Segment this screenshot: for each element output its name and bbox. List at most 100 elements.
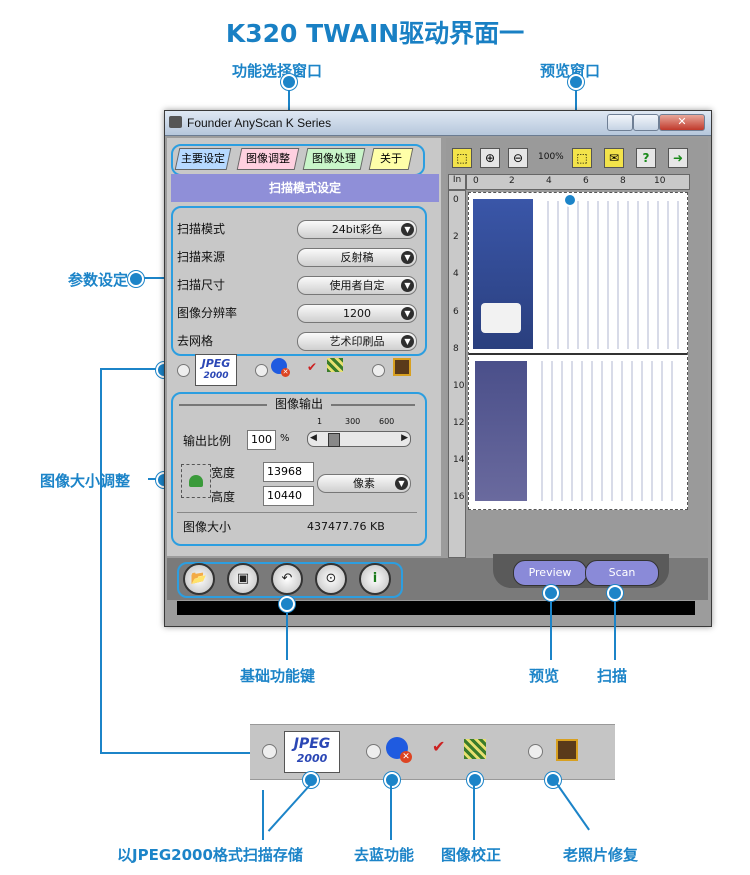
save-button[interactable]: ▣ [227,563,259,595]
scanner-window: Founder AnyScan K Series ✕ 主要设定 图像调整 图像处… [164,110,712,627]
image-size-label: 图像大小 [183,520,232,534]
chevron-down-icon: ▼ [401,307,414,320]
checkmark-icon-zoom[interactable]: ✔ [432,737,446,756]
ruler-unit: In [448,174,466,190]
image-correction-icon [327,358,343,372]
callout-function-select-window: 功能选择窗口 [232,62,323,80]
scale-slider[interactable]: ◀ ▶ [307,431,411,447]
slider-tick: 300 [345,417,361,426]
param-label-descreen: 去网格 [177,334,214,348]
callout-dot [128,271,144,287]
callout-preview: 预览 [529,667,560,685]
param-label-resolution: 图像分辨率 [177,306,238,320]
image-size-value: 437477.76 KB [307,520,385,533]
image-correction-icon-zoom [464,739,486,759]
param-label-scan-source: 扫描来源 [177,250,226,264]
scale-unit: % [280,433,290,444]
remove-blue-radio-zoom[interactable] [366,744,381,759]
status-bar [177,601,695,615]
chevron-down-icon: ▼ [401,335,414,348]
title-bar: Founder AnyScan K Series ✕ [165,111,711,136]
minimize-button[interactable] [607,114,633,131]
comment-icon[interactable]: ✉ [604,148,624,168]
zoom-out-icon[interactable]: ⊖ [508,148,528,168]
window-title: Founder AnyScan K Series [187,116,332,130]
help-icon[interactable]: ? [636,148,656,168]
param-label-scan-mode: 扫描模式 [177,222,226,236]
scale-input[interactable]: 100 [247,430,276,450]
slider-tick: 600 [379,417,395,426]
preview-document[interactable] [468,192,688,510]
zoom-in-icon[interactable]: ⊕ [480,148,500,168]
jpeg2000-logo-icon-zoom: JPEG 2000 [284,731,340,773]
jpeg2000-radio-zoom[interactable] [262,744,277,759]
callout-old-photo-restore: 老照片修复 [563,846,639,864]
param-settings-highlight [171,206,427,356]
preview-pane: ⬚ ⊕ ⊖ 100% ⬚ ✉ ? ➜ In 0 2 4 6 8 10 0 2 4… [446,138,708,558]
resolution-select[interactable]: 1200▼ [297,304,417,323]
remove-x-icon: ✕ [281,368,290,377]
scan-button[interactable]: Scan [585,560,659,586]
height-input[interactable]: 10440 [263,486,314,506]
left-settings-pane: 主要设定 图像调整 图像处理 关于 扫描模式设定 扫描模式 24bit彩色▼ 扫… [167,138,441,556]
old-photo-radio-zoom[interactable] [528,744,543,759]
callout-remove-blue: 去蓝功能 [354,846,415,864]
ruler-left: 0 2 4 6 8 10 12 14 16 [448,190,466,558]
unit-select[interactable]: 像素▼ [317,474,411,493]
callout-jpeg2000-save: 以JPEG2000格式扫描存储 [117,846,303,864]
jpeg2000-radio[interactable] [177,364,190,377]
jpeg2000-logo-icon: JPEG 2000 [195,354,237,386]
undo-button[interactable]: ↶ [271,563,303,595]
callout-dot [607,585,623,601]
fit-page-icon[interactable]: ⬚ [572,148,592,168]
old-photo-radio[interactable] [372,364,385,377]
callout-param-settings: 参数设定 [68,271,129,289]
zoom-level: 100% [538,152,564,162]
callout-dot [279,596,295,612]
callout-dot [568,74,584,90]
callout-dot [384,772,400,788]
chevron-down-icon: ▼ [401,251,414,264]
page-title: K320 TWAIN驱动界面一 [225,19,525,48]
chevron-down-icon: ▼ [401,279,414,292]
exit-icon[interactable]: ➜ [668,148,688,168]
width-input[interactable]: 13968 [263,462,314,482]
callout-image-correction: 图像校正 [441,846,502,864]
open-folder-button[interactable]: 📂 [183,563,215,595]
slider-thumb[interactable] [328,433,340,447]
callout-dot [543,585,559,601]
scale-label: 输出比例 [183,434,232,448]
callout-image-size-adjust: 图像大小调整 [40,472,131,490]
bottom-toolbar: 📂 ▣ ↶ ⊙ i Preview Scan [167,554,708,600]
aspect-lock-icon[interactable] [181,464,211,498]
callout-basic-function-keys: 基础功能键 [240,667,316,685]
scan-mode-banner: 扫描模式设定 [171,174,439,202]
preview-text-top [539,201,681,349]
preview-button[interactable]: Preview [513,560,587,586]
info-button[interactable]: i [359,563,391,595]
slider-right-icon[interactable]: ▶ [401,433,408,443]
maximize-button[interactable] [633,114,659,131]
remove-blue-radio[interactable] [255,364,268,377]
scan-source-select[interactable]: 反射稿▼ [297,248,417,267]
image-size-highlight [171,392,427,546]
chevron-down-icon: ▼ [401,223,414,236]
preview-photo-bottom [475,361,527,501]
scan-size-select[interactable]: 使用者自定▼ [297,276,417,295]
checkmark-icon[interactable]: ✔ [307,360,318,374]
close-button[interactable]: ✕ [659,114,705,131]
slider-tick: 1 [317,417,323,426]
height-label: 高度 [211,490,236,504]
slider-left-icon[interactable]: ◀ [310,433,317,443]
reset-button[interactable]: ⊙ [315,563,347,595]
select-area-icon[interactable]: ⬚ [452,148,472,168]
options-zoom-strip: JPEG 2000 ✕ ✔ [250,724,615,780]
remove-x-icon-zoom: ✕ [400,751,412,763]
scan-mode-select[interactable]: 24bit彩色▼ [297,220,417,239]
function-select-highlight [171,144,425,176]
callout-dot [281,74,297,90]
descreen-select[interactable]: 艺术印刷品▼ [297,332,417,351]
preview-text-bottom [533,361,681,501]
callout-preview-window: 预览窗口 [540,62,601,80]
ruler-top: 0 2 4 6 8 10 [466,174,690,190]
